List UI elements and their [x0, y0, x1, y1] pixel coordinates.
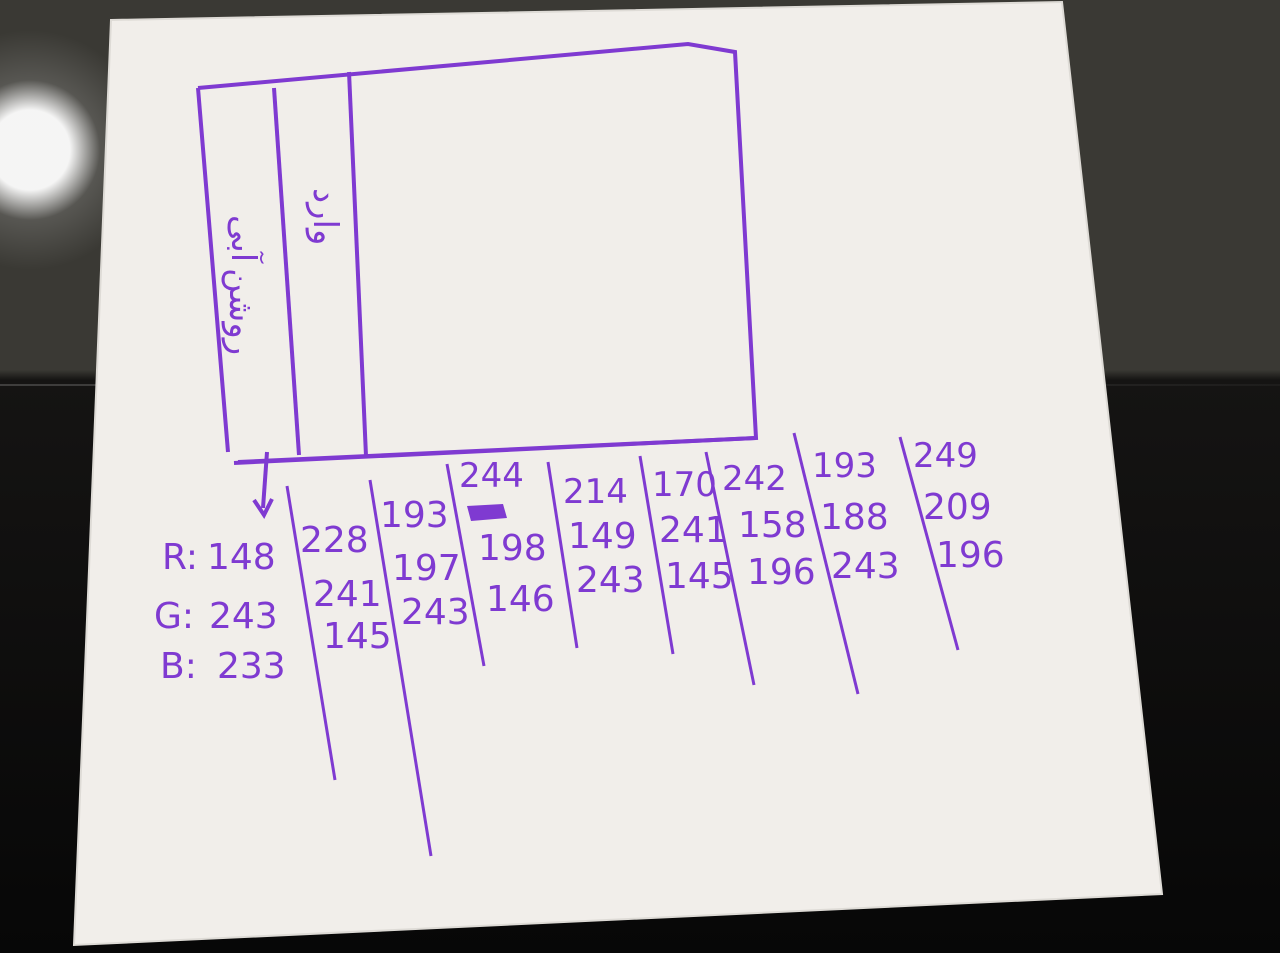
col-1-r: 148 [207, 537, 276, 578]
col-6-r: 170 [652, 465, 717, 505]
r-label: R: [162, 537, 198, 578]
col-4-b: 146 [486, 579, 555, 620]
col-2-g: 241 [313, 574, 382, 615]
col-5-r: 214 [563, 472, 628, 512]
col-6-g: 241 [659, 510, 728, 551]
column-divider-8 [898, 436, 960, 651]
panel-1-word-top: آبی [223, 215, 264, 264]
col-4-r: 244 [459, 456, 524, 496]
col-1-g: 243 [209, 596, 278, 637]
col-3-g: 197 [392, 548, 461, 589]
column-divider-4 [546, 461, 579, 649]
column-divider-3 [445, 463, 486, 667]
paper-edge [72, 0, 1164, 947]
column-divider-7 [792, 432, 860, 695]
panel-divider-1 [272, 87, 301, 456]
col-9-r: 249 [913, 436, 978, 476]
col-4-g: 198 [478, 528, 547, 569]
col-3-b: 243 [401, 592, 470, 633]
column-divider-5 [638, 455, 675, 655]
panel-1-word-bottom: روشن [221, 268, 261, 355]
column-divider-2 [368, 479, 433, 857]
frame-bottom-border [237, 436, 757, 464]
col-3-r: 193 [380, 495, 449, 536]
col-7-g: 158 [738, 505, 807, 546]
column-divider-1 [285, 485, 337, 781]
column-divider-6 [704, 451, 756, 686]
col-7-b: 196 [747, 552, 816, 593]
g-label: G: [154, 596, 194, 637]
b-label: B: [160, 646, 197, 687]
arrow-head [252, 498, 274, 519]
col-6-b: 145 [665, 556, 734, 597]
panel-divider-2 [347, 71, 368, 457]
arrow-shaft [261, 451, 269, 509]
col-7-r: 242 [722, 459, 787, 499]
panel-2-word: وارد [305, 188, 345, 245]
col-8-r: 193 [812, 446, 877, 486]
col-1-b: 233 [217, 646, 286, 687]
col-2-b: 145 [323, 616, 392, 657]
col-8-b: 243 [831, 546, 900, 587]
col-2-r: 228 [300, 520, 369, 561]
col-8-g: 188 [820, 497, 889, 538]
frame-left-border [196, 87, 230, 453]
col-9-g: 209 [923, 487, 992, 528]
scribble-mark [467, 504, 507, 521]
paper-sheet [74, 2, 1162, 945]
col-9-b: 196 [936, 535, 1005, 576]
col-5-b: 243 [576, 560, 645, 601]
col-5-g: 149 [568, 516, 637, 557]
